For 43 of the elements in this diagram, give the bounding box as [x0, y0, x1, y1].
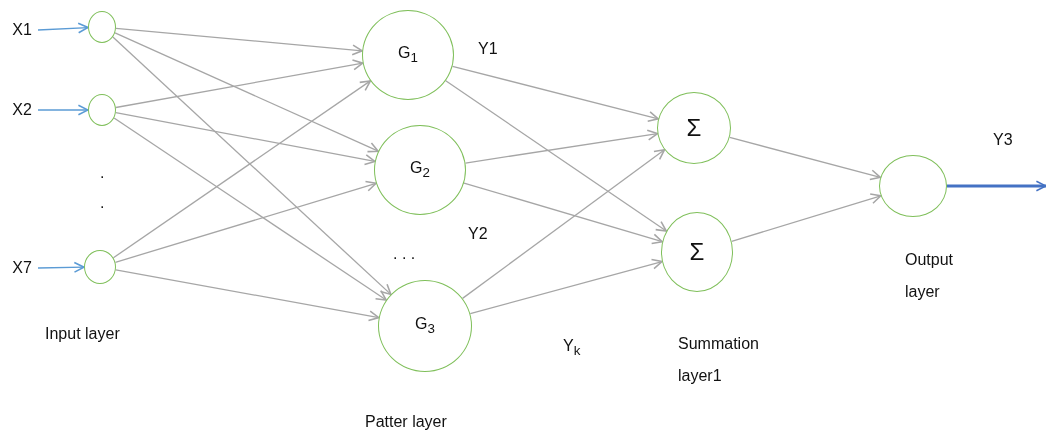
arrow: [463, 182, 663, 245]
arrow: [451, 65, 659, 122]
text-label: .: [100, 163, 105, 183]
input-label: X7: [8, 258, 36, 278]
node-text: Σ: [686, 114, 702, 142]
arrow: [114, 180, 377, 263]
arrow: [112, 80, 372, 259]
arrow: [112, 36, 392, 296]
neuron-circle: [88, 11, 116, 43]
neuron-circle: [84, 250, 116, 284]
input-label: X2: [8, 100, 36, 120]
text-label: Input layer: [45, 324, 120, 344]
arrow: [115, 59, 364, 109]
text-label: Y$_{k}$: [563, 336, 581, 361]
arrow: [37, 104, 89, 116]
text-label: . . .: [393, 244, 416, 264]
arrow: [445, 80, 668, 232]
arrow: [731, 193, 882, 243]
arrow: [37, 261, 85, 273]
text-label: Output layer: [905, 250, 955, 302]
text-label: .: [100, 193, 105, 213]
arrow: [115, 269, 380, 322]
node-text: G$_{1}$: [398, 44, 418, 66]
arrow: [115, 27, 363, 56]
arrow: [114, 32, 379, 153]
node-text: Σ: [689, 238, 705, 266]
arrow: [729, 136, 882, 181]
arrow: [469, 258, 663, 315]
neuron-circle: [88, 94, 116, 126]
text-label: Patter layer: [365, 412, 447, 432]
arrow: [37, 22, 89, 34]
text-label: Y2: [468, 224, 488, 244]
input-label: X1: [8, 20, 36, 40]
node-text: G$_{2}$: [410, 159, 430, 181]
arrow: [461, 148, 666, 299]
text-label: Y1: [478, 39, 498, 59]
neuron-circle: [879, 155, 947, 217]
arrow: [115, 111, 376, 166]
text-label: Summation layer1: [678, 334, 760, 386]
output-arrow: [947, 180, 1046, 192]
arrow: [113, 117, 387, 301]
node-text: G$_{3}$: [415, 315, 435, 337]
arrow: [464, 129, 659, 164]
